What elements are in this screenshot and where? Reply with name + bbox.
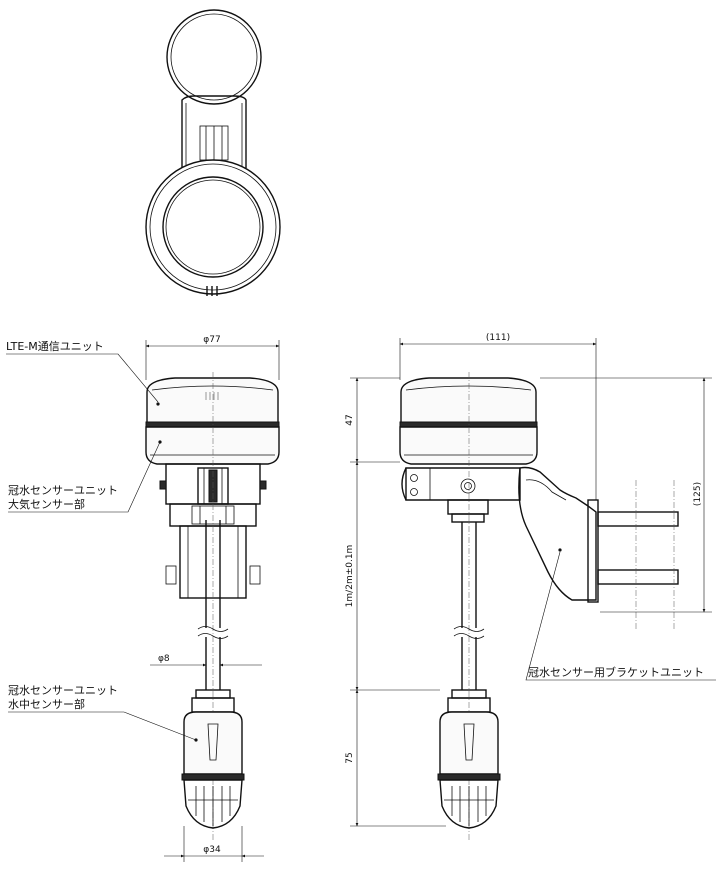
label-water-sensor-2: 水中センサー部 <box>8 697 85 711</box>
dim-height-47: 47 <box>345 414 355 425</box>
dim-cable-length: 1m/2m±0.1m <box>345 545 355 608</box>
dim-top-diameter: φ77 <box>203 335 220 345</box>
side-view <box>399 372 679 840</box>
top-view-upper-circle <box>166 9 262 105</box>
dim-height-75: 75 <box>345 752 355 763</box>
front-view <box>145 372 280 840</box>
dim-width-111: (111) <box>486 333 510 343</box>
lte-unit-cap <box>146 377 279 425</box>
dim-height-125: (125) <box>693 482 703 506</box>
dimensions: φ77 (111) 47 (125) 1m/2m±0.1m 75 φ8 <box>145 333 712 862</box>
top-view <box>145 9 281 296</box>
label-air-sensor-2: 大気センサー部 <box>8 497 85 511</box>
label-lte-unit: LTE-M通信ユニット <box>6 340 104 353</box>
callouts: LTE-M通信ユニット 冠水センサーユニット 大気センサー部 冠水センサーユニッ… <box>6 340 716 742</box>
side-lte-unit-cap <box>400 377 537 425</box>
label-water-sensor-1: 冠水センサーユニット <box>8 684 118 697</box>
dim-cable-diameter: φ8 <box>158 654 170 664</box>
label-air-sensor-1: 冠水センサーユニット <box>8 484 118 497</box>
dim-bottom-diameter: φ34 <box>203 845 221 855</box>
water-sensor-body <box>183 711 243 775</box>
top-view-outer-ring <box>145 159 281 295</box>
label-bracket-unit: 冠水センサー用ブラケットユニット <box>528 665 704 679</box>
air-sensor-body <box>145 426 280 465</box>
bracket-unit <box>518 466 597 601</box>
